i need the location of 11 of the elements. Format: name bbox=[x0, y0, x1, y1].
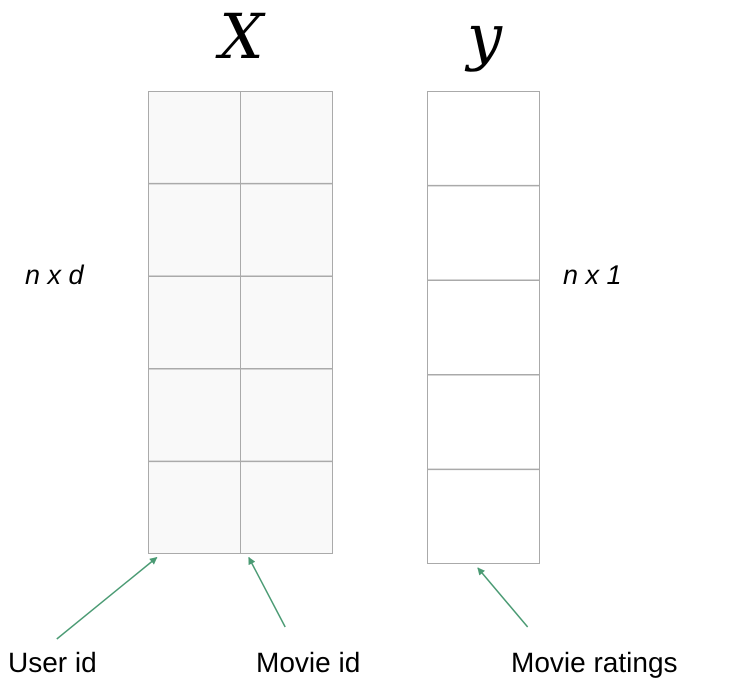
leader-line bbox=[248, 556, 286, 628]
matrix-column bbox=[240, 90, 332, 554]
leader-label: Movie ratings bbox=[511, 647, 678, 679]
leader-label: Movie id bbox=[256, 647, 360, 679]
matrix-column bbox=[148, 90, 240, 554]
leader-label: User id bbox=[8, 647, 97, 679]
dimension-label: n x 1 bbox=[563, 260, 622, 291]
matrix-symbol: X bbox=[149, 6, 334, 68]
dimension-label: n x d bbox=[25, 260, 84, 291]
leader-line bbox=[477, 567, 528, 628]
leader-line bbox=[56, 556, 158, 640]
